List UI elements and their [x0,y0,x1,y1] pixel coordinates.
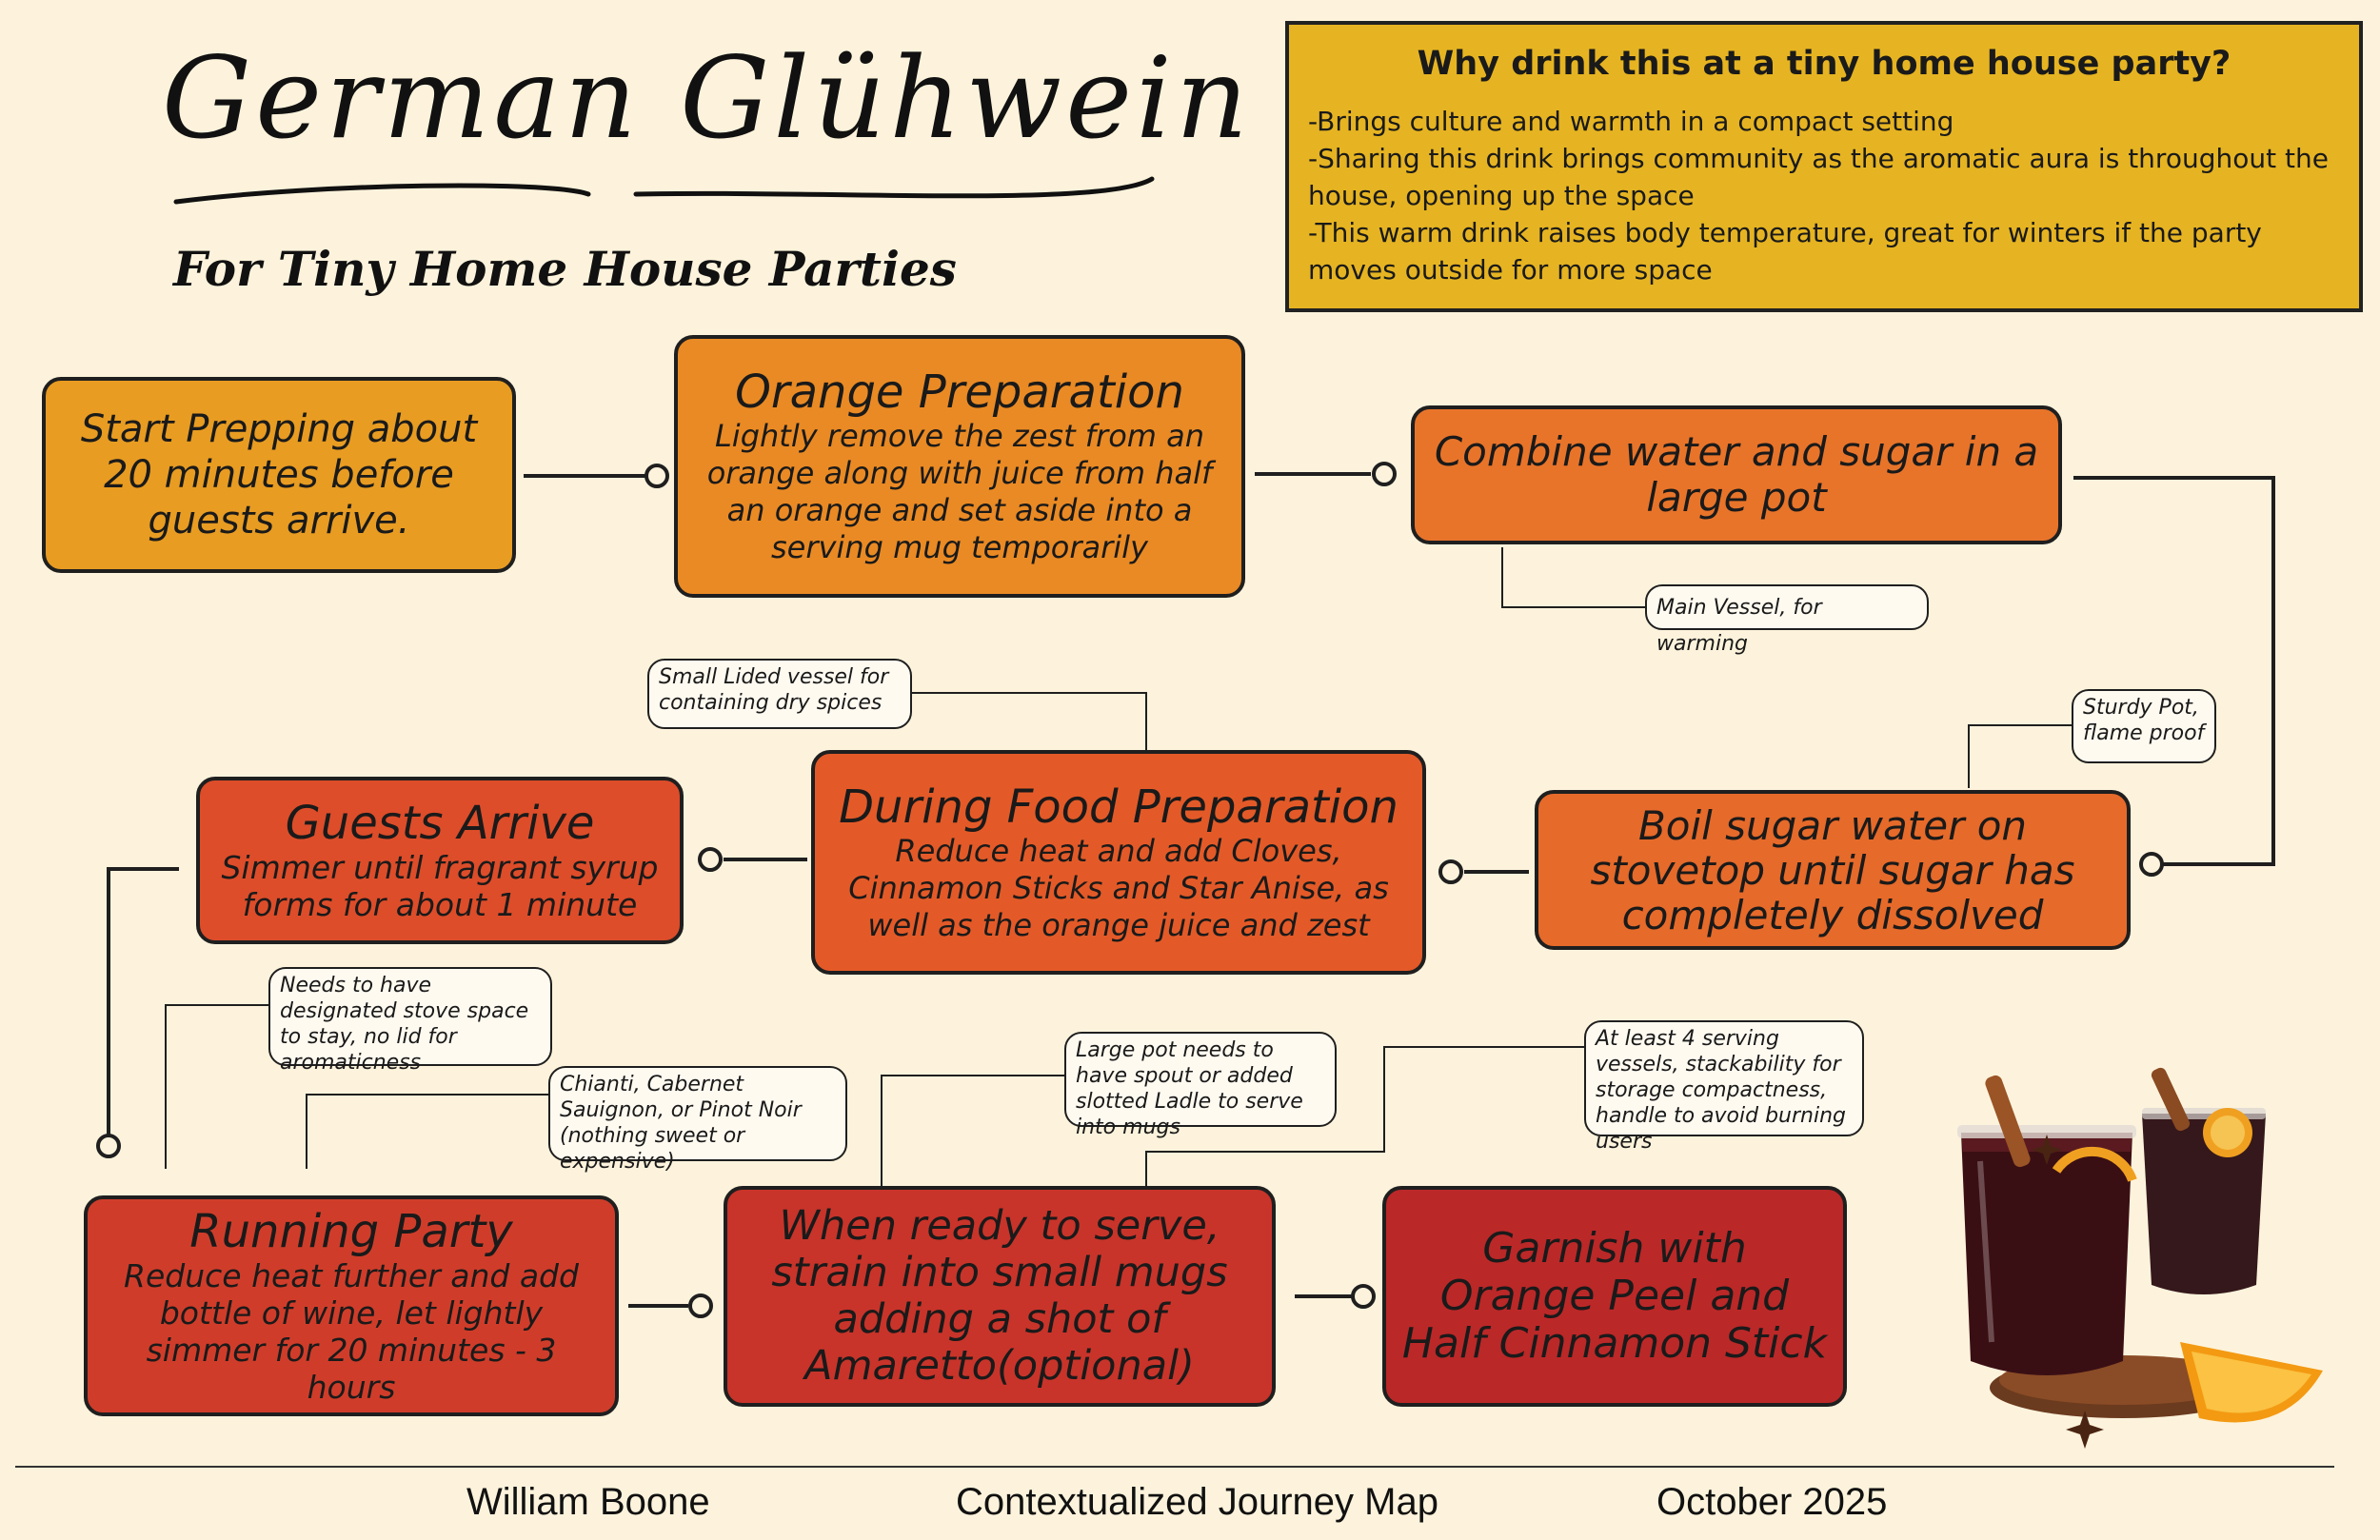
footer-date: October 2025 [1656,1481,1888,1523]
step-text: Start Prepping about 20 minutes before g… [80,407,478,543]
why-title: Why drink this at a tiny home house part… [1417,45,2231,83]
step-title: During Food Preparation [839,780,1398,834]
page-title: German Glühwein [162,32,1252,164]
footer-author: William Boone [466,1481,710,1523]
step-running-party: Running Party Reduce heat further and ad… [84,1195,619,1416]
step-combine-water-sugar: Combine water and sugar in a large pot [1411,405,2062,544]
step-description: Reduce heat further and add bottle of wi… [124,1257,579,1406]
note-stove-space: Needs to have designated stove space to … [268,967,552,1075]
step-serve-strain: When ready to serve, strain into small m… [724,1186,1276,1407]
step-description: Lightly remove the zest from an orange a… [706,418,1213,565]
step-description: Simmer until fragrant syrup forms for ab… [221,849,659,923]
step-guests-arrive: Guests Arrive Simmer until fragrant syru… [196,777,684,944]
footer-divider [15,1466,2334,1468]
note-ladle: Large pot needs to have spout or added s… [1064,1032,1337,1139]
step-title: Orange Preparation [735,365,1184,419]
step-text: Garnish with Orange Peel and Half Cinnam… [1401,1224,1828,1368]
why-point: -Brings culture and warmth in a compact … [1308,106,1954,137]
mulled-wine-glasses-icon [1942,1056,2361,1456]
note-sturdy-pot: Sturdy Pot, flame proof [2072,689,2216,763]
step-title: Guests Arrive [285,797,595,850]
step-orange-preparation: Orange Preparation Lightly remove the ze… [674,335,1245,598]
step-garnish: Garnish with Orange Peel and Half Cinnam… [1382,1186,1847,1407]
note-main-vessel: Main Vessel, for warming [1645,584,1929,656]
step-during-food-preparation: During Food Preparation Reduce heat and … [811,750,1426,975]
step-text: When ready to serve, strain into small m… [771,1202,1228,1390]
why-point: -This warm drink raises body temperature… [1308,217,2262,286]
step-text: Boil sugar water on stovetop until sugar… [1590,801,2075,938]
step-text: Combine water and sugar in a large pot [1434,428,2039,521]
footer-project: Contextualized Journey Map [956,1481,1438,1523]
step-title: Running Party [189,1205,513,1258]
page-subtitle: For Tiny Home House Parties [173,241,957,297]
note-wine-choice: Chianti, Cabernet Sauignon, or Pinot Noi… [548,1066,847,1174]
note-serving-vessels: At least 4 serving vessels, stackability… [1584,1020,1864,1154]
why-list: -Brings culture and warmth in a compact … [1308,103,2340,288]
why-point: -Sharing this drink brings community as … [1308,143,2329,211]
why-box: Why drink this at a tiny home house part… [1285,21,2363,312]
step-start-prepping: Start Prepping about 20 minutes before g… [42,377,516,573]
step-description: Reduce heat and add Cloves, Cinnamon Sti… [848,832,1389,943]
step-boil-sugar-water: Boil sugar water on stovetop until sugar… [1535,790,2131,950]
note-lided-vessel: Small Lided vessel for containing dry sp… [647,659,912,729]
title-underline [173,176,1155,205]
